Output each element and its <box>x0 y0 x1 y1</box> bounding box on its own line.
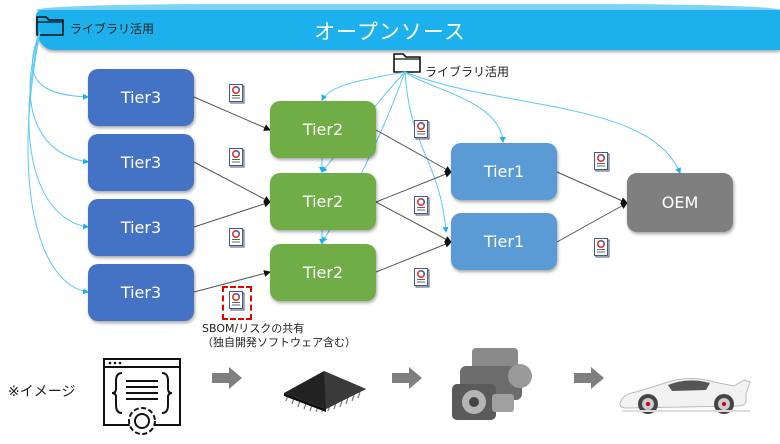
tier2-node: Tier2 <box>270 244 376 301</box>
chip-image <box>284 371 366 413</box>
tier3-node: Tier3 <box>88 69 194 126</box>
tier1-node: Tier1 <box>451 143 557 200</box>
sbom-document-icon <box>594 238 610 258</box>
folder-icon <box>36 16 64 36</box>
tier2-node: Tier2 <box>270 173 376 230</box>
sbom-document-icon <box>229 84 245 104</box>
tier1-node: Tier1 <box>451 213 557 270</box>
tier3-node: Tier3 <box>88 199 194 256</box>
flow-arrow-icon <box>212 367 242 389</box>
sbom-document-icon <box>229 291 245 311</box>
sbom-document-icon <box>229 228 245 248</box>
sbom-highlight-box <box>222 286 252 320</box>
tier3-node: Tier3 <box>88 264 194 321</box>
sbom-document-icon <box>414 268 430 288</box>
sbom-label-line1: SBOM/リスクの共有 <box>202 322 305 335</box>
oem-node: OEM <box>627 173 733 232</box>
image-label: ※イメージ <box>8 384 76 400</box>
sbom-label: SBOM/リスクの共有 （独自開発ソフトウェア含む） <box>202 322 356 350</box>
folder-icon <box>393 53 421 73</box>
sbom-document-icon <box>594 152 610 172</box>
library-label-center: ライブラリ活用 <box>425 65 510 79</box>
engine-image <box>452 348 532 420</box>
sbom-document-icon <box>414 120 430 140</box>
flow-arrow-icon <box>574 367 604 389</box>
sbom-document-icon <box>229 148 245 168</box>
open-source-banner <box>36 10 780 50</box>
sbom-document-icon <box>414 196 430 216</box>
tier3-node: Tier3 <box>88 134 194 191</box>
banner-title: オープンソース <box>314 20 466 44</box>
library-label-left: ライブラリ活用 <box>70 22 155 36</box>
car-image <box>619 378 751 414</box>
tier2-node: Tier2 <box>270 101 376 158</box>
flow-arrow-icon <box>392 367 422 389</box>
software-icon <box>103 358 181 435</box>
sbom-label-line2: （独自開発ソフトウェア含む） <box>202 336 356 349</box>
